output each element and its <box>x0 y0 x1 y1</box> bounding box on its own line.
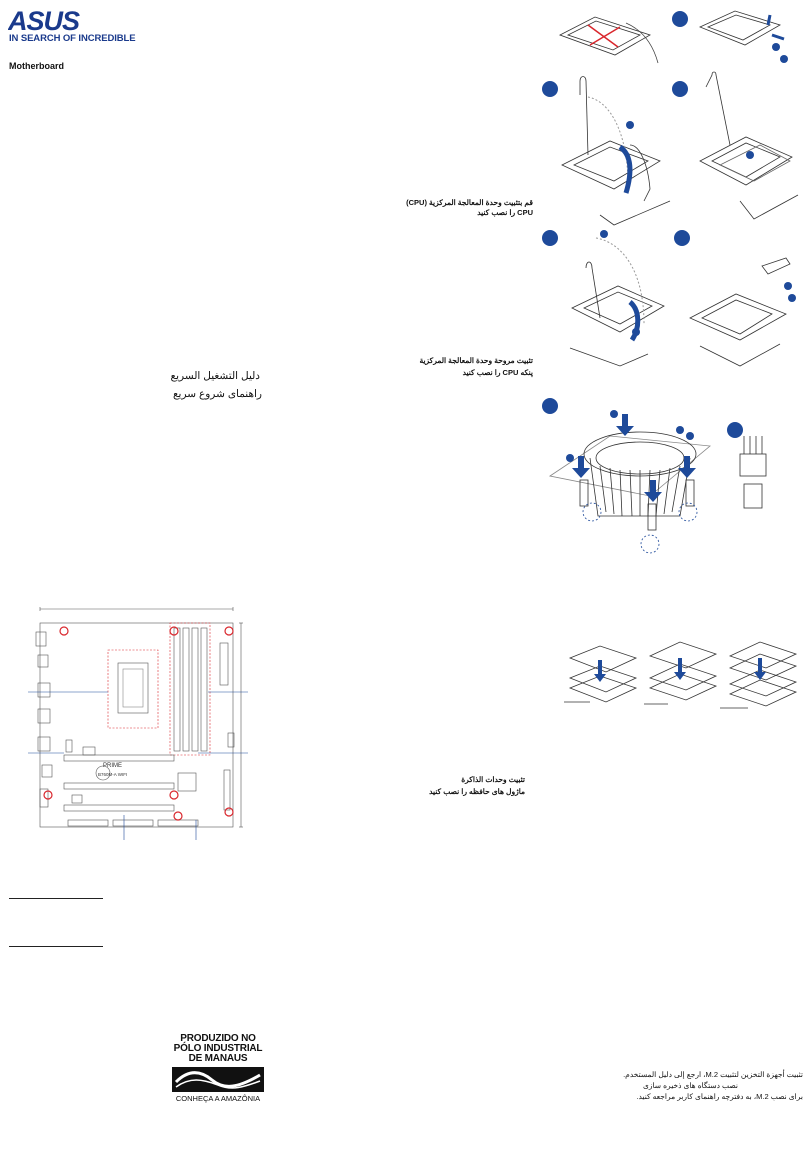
separator-line <box>9 946 103 947</box>
memory-caption-arabic: تثبيت وحدات الذاكرة <box>461 775 525 784</box>
separator-line <box>9 898 103 899</box>
manaus-subtext: CONHEÇA A AMAZÔNIA <box>175 1094 261 1103</box>
memory-install-illustration <box>564 641 798 709</box>
fan-caption-arabic: تثبيت مروحة وحدة المعالجة المركزية <box>419 356 533 365</box>
manaus-seal: PRODUZIDO NO PÓLO INDUSTRIAL DE MANAUS C… <box>168 1034 268 1103</box>
manaus-line-1: PRODUZIDO NO <box>180 1033 256 1044</box>
m2-note-line-1: تثبيت أجهزة التخزين لتثبيت M.2، ارجع إلى… <box>623 1070 803 1079</box>
cpu-cooler-prep-illustration <box>542 230 796 367</box>
product-type: Motherboard <box>9 61 64 71</box>
manaus-wave-banner <box>172 1067 264 1092</box>
motherboard-layout-diagram: PRIME B760M-A WIFI <box>28 607 248 840</box>
manaus-line-2: PÓLO INDUSTRIAL <box>173 1043 263 1054</box>
m2-note-line-2: نصب دستگاه های ذخیره سازی <box>642 1081 738 1090</box>
board-model-sublabel: B760M-A WIFI <box>98 772 127 777</box>
wave-icon <box>174 1071 261 1089</box>
brand-tagline: IN SEARCH OF INCREDIBLE <box>9 33 136 44</box>
cpu-caption-persian: CPU را نصب کنید <box>477 208 533 217</box>
memory-caption-persian: ماژول های حافظه را نصب کنید <box>429 787 525 796</box>
m2-note-line-3: برای نصب M.2، به دفترچه راهنمای کاربر مر… <box>636 1092 803 1101</box>
asus-logo-text: ASUS <box>8 8 80 32</box>
quick-guide-arabic: دليل التشغيل السريع <box>170 370 260 382</box>
cooler-install-illustration <box>542 398 767 554</box>
cpu-caption-arabic: قم بتثبيت وحدة المعالجة المركزية (CPU) <box>406 198 533 207</box>
cpu-install-illustration <box>542 10 799 226</box>
asus-logo: ASUS <box>8 8 81 32</box>
fan-caption-persian: پنکه CPU را نصب کنید <box>462 368 533 377</box>
quick-guide-persian: راهنمای شروع سریع <box>172 388 262 400</box>
manaus-line-3: DE MANAUS <box>188 1053 248 1064</box>
board-model-label: PRIME <box>103 763 122 769</box>
